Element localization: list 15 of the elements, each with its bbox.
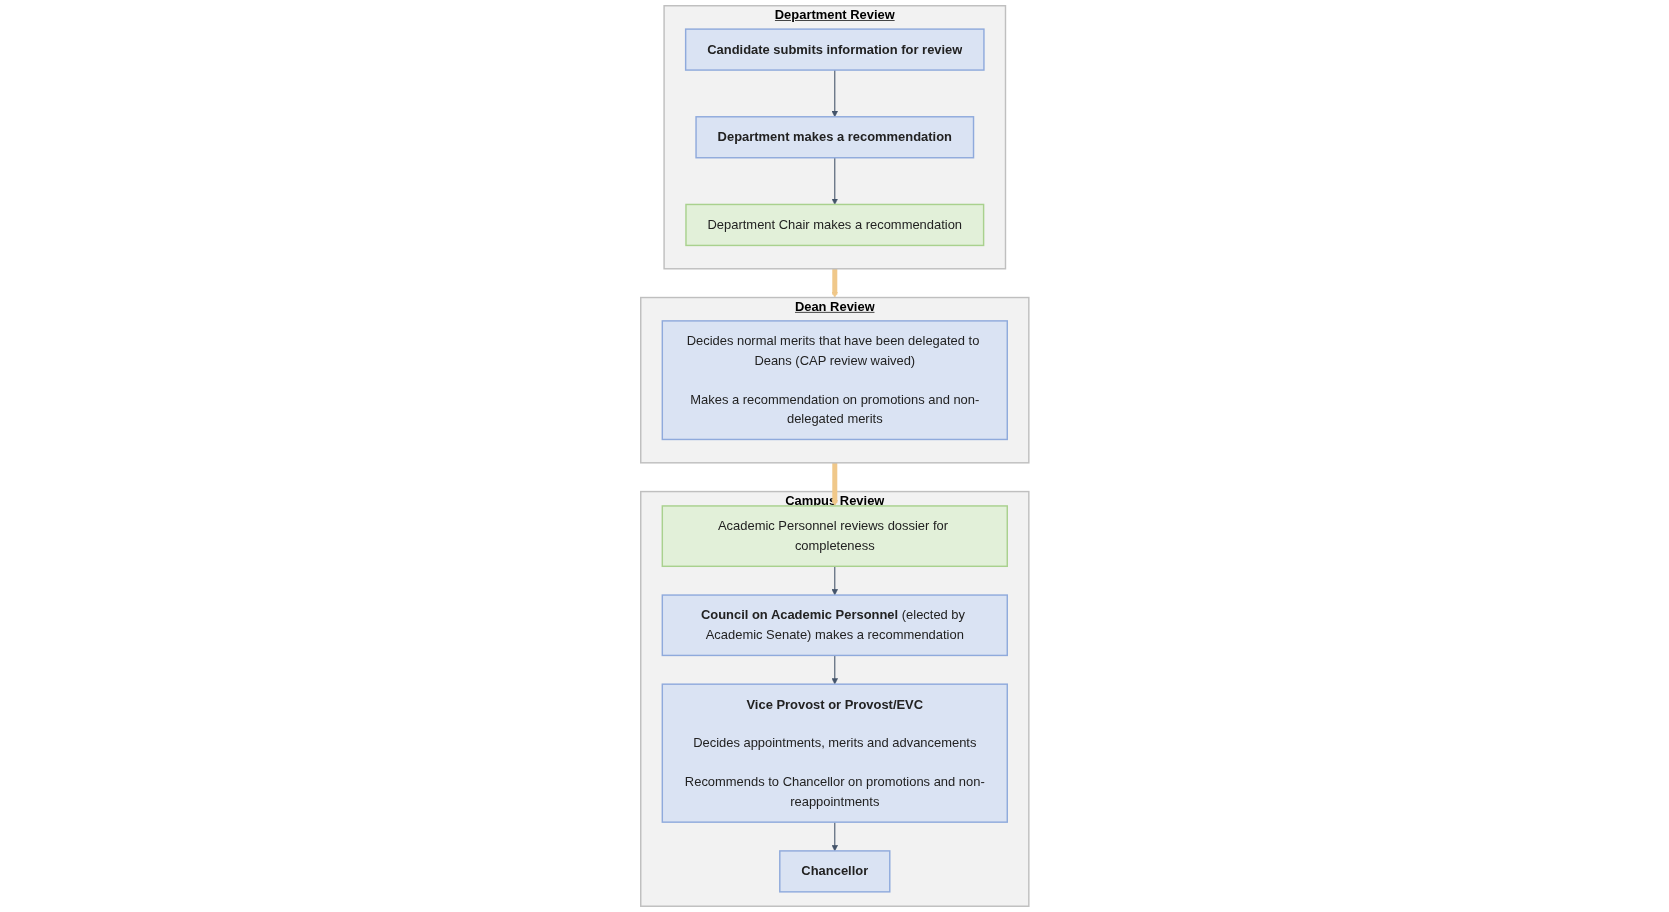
node-box: Decides normal merits that have been delegated to Deans (CAP review waived) Makes a recommendation on promotions and non-delegated merits bbox=[661, 320, 1008, 441]
arrow bbox=[831, 565, 838, 596]
arrow bbox=[831, 157, 838, 205]
node-box: Department Chair makes a recommendation bbox=[684, 203, 985, 247]
node-box: Academic Personnel reviews dossier for completeness bbox=[661, 505, 1008, 568]
node-box: Candidate submits information for review bbox=[684, 28, 985, 71]
node-box: Department makes a recommendation bbox=[695, 116, 974, 159]
arrow bbox=[831, 268, 838, 298]
arrow bbox=[831, 69, 838, 118]
node-box: Council on Academic Personnel (elected by Academic Senate) makes a recommendation bbox=[661, 594, 1008, 657]
arrow bbox=[831, 462, 838, 507]
node-box: Vice Provost or Provost/EVC Decides appointments, merits and advancements Recommends to Chancellor on promotions and non-reappointments bbox=[661, 683, 1008, 823]
arrow bbox=[831, 654, 838, 685]
arrow bbox=[831, 821, 838, 852]
node-box: Chancellor bbox=[778, 850, 891, 893]
